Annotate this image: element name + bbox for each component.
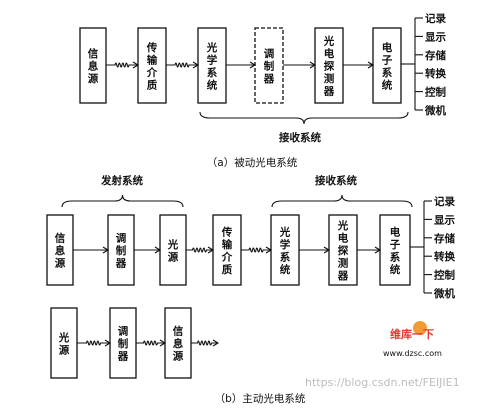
output-b-item: 微机 — [433, 287, 455, 300]
block-c-1-label: 光源 — [58, 331, 70, 357]
link-a-2 — [166, 62, 198, 68]
link-c-2 — [136, 340, 165, 346]
block-b-6 — [328, 214, 358, 286]
output-a-item: 转换 — [425, 67, 446, 80]
block-b-4-label: 传输介质 — [221, 225, 233, 276]
block-b-5 — [270, 214, 300, 286]
link-b-6-arrowhead — [374, 246, 382, 254]
link-c-1-arrowhead — [104, 339, 112, 347]
link-b-1-arrowhead — [102, 246, 110, 254]
link-a-3-arrowhead — [249, 61, 257, 69]
block-b-1 — [46, 214, 74, 286]
block-a-3-label: 光学系统 — [206, 41, 218, 92]
block-a-2-label: 传输介质 — [146, 41, 158, 92]
watermark: https://blog.csdn.net/FEIJIE1 — [305, 376, 460, 389]
link-a-2-arrowhead — [192, 61, 200, 69]
block-b-3-label: 光源 — [167, 238, 179, 264]
block-a-4-label: 调制器 — [263, 47, 275, 85]
link-b-3 — [186, 247, 213, 253]
output-b-item: 控制 — [434, 269, 455, 282]
figure-b-lower-chain: 光源 调制器 信息源 — [50, 307, 220, 379]
block-a-1-label: 信息源 — [88, 47, 99, 85]
logo-top-text: 维库一下 — [390, 327, 434, 341]
block-a-6-label: 电子系统 — [382, 41, 393, 92]
block-b-5-label: 光学系统 — [279, 225, 291, 276]
block-b-2-label: 调制器 — [115, 232, 127, 270]
output-b-item: 记录 — [434, 196, 455, 208]
block-a-5-label: 光电探测器 — [323, 35, 335, 98]
caption-b: （b）主动光电系统 — [215, 392, 306, 405]
output-a-item: 存储 — [425, 49, 446, 62]
block-b-3 — [159, 214, 187, 286]
link-c-3 — [191, 340, 218, 346]
link-b-2-arrowhead — [154, 246, 162, 254]
logo-url: www.dzsc.com — [383, 349, 442, 358]
block-a-4 — [254, 27, 284, 104]
block-c-3-label: 信息源 — [173, 325, 184, 363]
block-b-7 — [379, 214, 411, 286]
brace-receive-a — [199, 111, 409, 125]
block-b-7-label: 电子系统 — [390, 225, 401, 276]
output-a-item: 显示 — [425, 31, 446, 43]
block-a-1 — [79, 27, 107, 104]
block-c-2 — [109, 307, 137, 379]
block-b-1-label: 信息源 — [55, 232, 66, 270]
transmit-system-label: 发射系统 — [100, 174, 143, 187]
receive-system-label-b: 接收系统 — [315, 174, 357, 187]
output-a-item: 微机 — [424, 104, 446, 117]
output-a-item: 控制 — [425, 86, 446, 99]
link-a-5-arrowhead — [367, 61, 375, 69]
caption-a: （a）被动光电系统 — [207, 156, 298, 169]
output-a-item: 记录 — [425, 13, 446, 25]
block-c-2-label: 调制器 — [117, 325, 129, 363]
block-c-3 — [164, 307, 192, 379]
link-a-4-arrowhead — [309, 61, 317, 69]
output-b-item: 存储 — [434, 232, 455, 245]
brace-transmit-b — [61, 194, 184, 208]
brace-receive-b — [271, 194, 413, 208]
receive-system-label-a: 接收系统 — [279, 131, 321, 144]
link-b-5-arrowhead — [323, 246, 331, 254]
block-a-3 — [197, 27, 227, 104]
dzsc-logo: 维库一下 www.dzsc.com — [383, 321, 442, 358]
link-a-1-arrowhead — [132, 61, 140, 69]
link-c-3-arrowhead — [212, 339, 220, 347]
link-a-1 — [106, 62, 138, 68]
block-a-2 — [137, 27, 167, 104]
link-c-1 — [77, 340, 110, 346]
output-b-item: 转换 — [434, 250, 455, 263]
block-b-6-label: 光电探测器 — [337, 219, 349, 282]
output-b-item: 显示 — [434, 214, 455, 226]
link-b-4-arrowhead — [265, 246, 273, 254]
link-c-2-arrowhead — [159, 339, 167, 347]
link-b-3-arrowhead — [207, 246, 215, 254]
link-b-4 — [241, 247, 271, 253]
